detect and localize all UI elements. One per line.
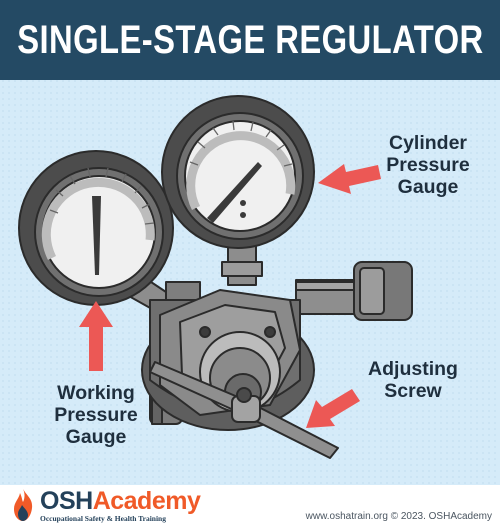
label-line: Gauge [397, 176, 459, 198]
label-line: Pressure [386, 154, 470, 176]
label-adjusting-screw: Adjusting Screw [360, 358, 466, 402]
cylinder-pressure-gauge [161, 95, 315, 249]
label-line: Screw [384, 380, 442, 402]
label-line: Working [57, 382, 135, 404]
logo-text: OSHAcademy Occupational Safety & Health … [40, 486, 201, 523]
label-cylinder-pressure-gauge: Cylinder Pressure Gauge [378, 132, 478, 198]
label-line: Adjusting [368, 358, 458, 380]
arrow-working-gauge [79, 301, 113, 371]
regulator-illustration [0, 80, 500, 485]
inlet-connector [295, 261, 413, 321]
page-title: SINGLE-STAGE REGULATOR [16, 17, 484, 62]
oshacademy-logo[interactable]: OSHAcademy Occupational Safety & Health … [10, 486, 201, 523]
copyright-text: www.oshatrain.org © 2023. OSHAcademy [305, 511, 492, 522]
label-working-pressure-gauge: Working Pressure Gauge [44, 382, 148, 448]
logo-academy: Academy [92, 486, 201, 515]
label-line: Cylinder [388, 132, 468, 154]
label-line: Pressure [54, 404, 138, 426]
footer: OSHAcademy Occupational Safety & Health … [0, 485, 500, 530]
logo-osh: OSH [40, 486, 93, 515]
diagram-panel: Cylinder Pressure Gauge Working Pressure… [0, 80, 500, 485]
arrow-adjusting-screw [306, 389, 360, 428]
working-pressure-gauge [18, 150, 174, 306]
logo-tagline: Occupational Safety & Health Training [40, 513, 166, 523]
logo-wordmark: OSHAcademy [40, 486, 201, 515]
arrow-cylinder-gauge [318, 164, 381, 194]
header-bar: SINGLE-STAGE REGULATOR [0, 0, 500, 80]
label-line: Gauge [65, 426, 127, 448]
stem-nut [221, 261, 263, 277]
flame-logo-icon [14, 489, 33, 521]
adjusting-screw-handle [149, 361, 339, 459]
